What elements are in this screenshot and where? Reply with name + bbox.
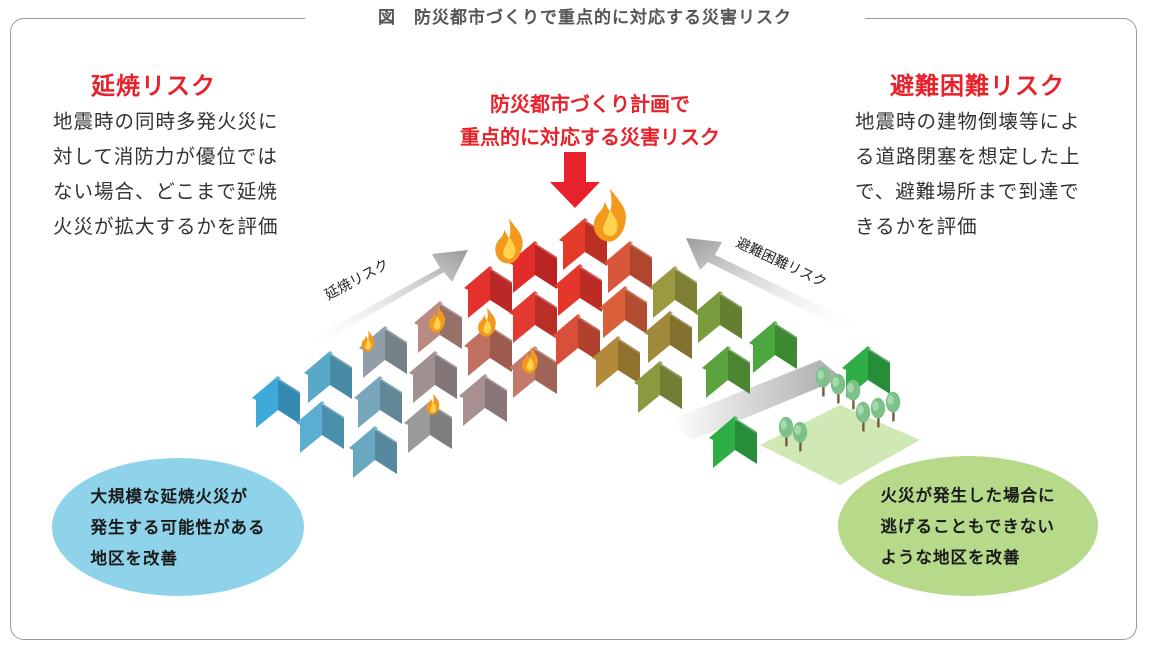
house-icon <box>304 351 356 403</box>
fire-icon <box>593 188 627 242</box>
road <box>670 360 842 440</box>
tree-icon <box>885 391 901 422</box>
tree-icon <box>815 366 831 397</box>
fire-spread-risk-title: 延焼リスク <box>91 72 216 100</box>
right-improvement-text: 火災が発生した場合に 逃げることもできない ような地区を改善 <box>880 485 1056 567</box>
left-improvement-text: 大規模な延焼火災が 発生する可能性がある 地区を改善 <box>90 486 266 568</box>
house-icon <box>694 291 746 343</box>
center-title: 防災都市づくり計画で 重点的に対応する災害リスク <box>460 92 720 149</box>
house-icon <box>644 311 696 363</box>
figure-title: 図 防災都市づくりで重点的に対応する災害リスク <box>305 4 865 32</box>
house-icon <box>649 266 701 318</box>
evacuation-arrow-label: 避難困難リスク <box>733 235 829 291</box>
fire-spread-risk-arrow <box>300 250 468 352</box>
house-icon <box>634 361 686 413</box>
fire-spread-risk-description: 地震時の同時多発火災に 対して消防力が優位では ない場合、どこまで延焼 火災が拡… <box>53 110 279 238</box>
house-icon <box>749 321 801 373</box>
house-icon <box>464 266 516 318</box>
house-icon <box>459 374 511 426</box>
down-arrow-icon <box>550 152 600 208</box>
evacuation-risk-description: 地震時の建物倒壊等によ る道路閉塞を想定した上 で、避難場所まで到達で きるかを… <box>855 110 1081 238</box>
left-improvement-bubble: 大規模な延焼火災が 発生する可能性がある 地区を改善 <box>52 458 304 596</box>
house-icon <box>604 241 656 293</box>
right-improvement-bubble: 火災が発生した場合に 逃げることもできない ような地区を改善 <box>838 456 1098 596</box>
house-icon <box>296 401 348 453</box>
house-icon <box>354 376 406 428</box>
house-icon <box>349 426 401 478</box>
evacuation-risk-title: 避難困難リスク <box>890 72 1065 100</box>
fire-spread-arrow-label: 延焼リスク <box>322 257 391 304</box>
house-icon <box>359 326 411 378</box>
house-icon <box>702 346 754 398</box>
house-icon <box>252 376 304 428</box>
house-icon <box>599 286 651 338</box>
house-icon <box>409 351 461 403</box>
house-icon <box>554 264 606 316</box>
evacuation-risk-arrow <box>686 238 860 334</box>
tree-icon <box>830 373 846 404</box>
